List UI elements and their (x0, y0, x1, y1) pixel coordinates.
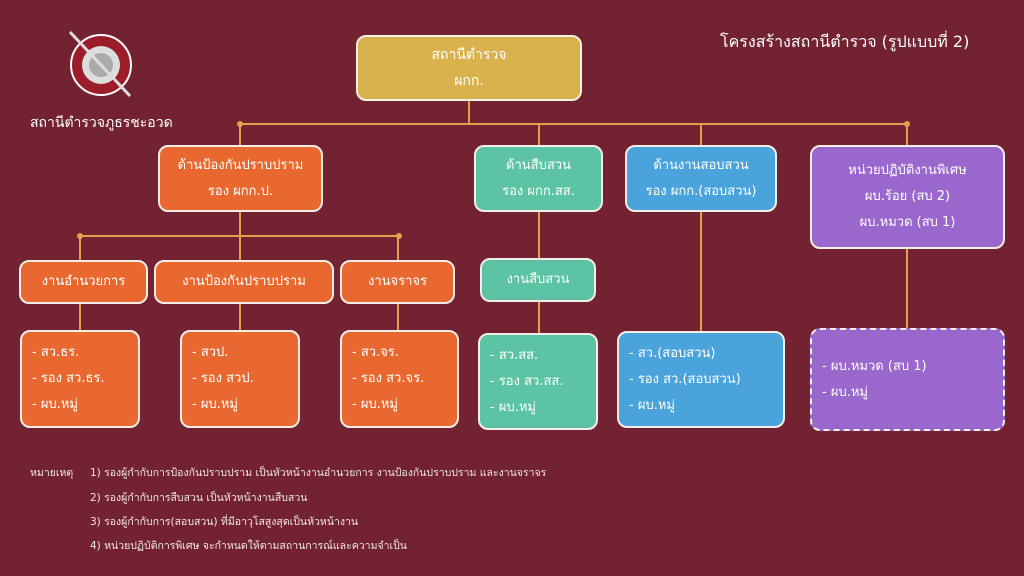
connector-dot (396, 233, 402, 239)
connector (468, 100, 470, 124)
box-line: รอง ผกก.สส. (502, 183, 575, 199)
logo (66, 30, 136, 100)
connector (397, 236, 399, 260)
box-line: ด้านสืบสวน (506, 157, 571, 173)
connector (906, 248, 908, 328)
note-item: 4) หน่วยปฏิบัติการพิเศษ จะกำหนดให้ตามสถา… (90, 540, 407, 552)
staff-item: - รอง สว.(สอบสวน) (629, 371, 741, 387)
station-name: สถานีตำรวจภูธรชะอวด (30, 115, 173, 131)
connector (80, 235, 399, 237)
prevention-staff-box[interactable]: - สวป. - รอง สวป. - ผบ.หมู่ (180, 330, 300, 428)
inquiry-box[interactable]: ด้านงานสอบสวนรอง ผกก.(สอบสวน) (625, 145, 777, 212)
box-line: งานอำนวยการ (41, 274, 126, 289)
connector (79, 236, 81, 260)
staff-item: - ผบ.หมู่ (490, 399, 536, 415)
connector (239, 124, 241, 145)
connector (538, 301, 540, 333)
connector (700, 212, 702, 331)
box-line: ด้านป้องกันปราบปราม (177, 157, 304, 173)
admin-unit-box[interactable]: งานอำนวยการ (19, 260, 148, 304)
box-line: หน่วยปฏิบัติงานพิเศษ (848, 163, 967, 178)
staff-item: - ผบ.หมู่ (352, 397, 398, 412)
connector (538, 124, 540, 145)
investigation-unit-box[interactable]: งานสืบสวน (480, 258, 596, 302)
page-title: โครงสร้างสถานีตำรวจ (รูปแบบที่ 2) (720, 32, 970, 51)
connector (538, 212, 540, 258)
box-line: สถานีตำรวจ (431, 47, 507, 63)
staff-item: - รอง สว.จร. (352, 371, 425, 386)
station-chief-box[interactable]: สถานีตำรวจ ผกก. (356, 35, 582, 101)
box-line: งานป้องกันปราบปราม (182, 274, 306, 289)
box-line: ผกก. (454, 73, 484, 89)
box-line: ผบ.ร้อย (สบ 2) (864, 189, 951, 204)
staff-item: - ผบ.หมู่ (192, 397, 238, 412)
traffic-staff-box[interactable]: - สว.จร. - รอง สว.จร. - ผบ.หมู่ (340, 330, 459, 428)
notes-label: หมายเหตุ (30, 467, 74, 479)
staff-item: - ผบ.หมู่ (629, 397, 675, 413)
special-ops-staff-box[interactable]: - ผบ.หมวด (สบ 1) - ผบ.หมู่ (810, 328, 1005, 431)
connector (79, 303, 81, 330)
staff-item: - ผบ.หมู่ (32, 397, 78, 412)
staff-item: - สว.สส. (490, 347, 539, 363)
staff-item: - สว.(สอบสวน) (629, 345, 716, 361)
traffic-unit-box[interactable]: งานจราจร (340, 260, 455, 304)
connector (240, 123, 908, 125)
note-item: 2) รองผู้กำกับการสืบสวน เป็นหัวหน้างานสื… (90, 492, 308, 504)
box-line: ผบ.หมวด (สบ 1) (859, 215, 956, 230)
box-line: งานจราจร (367, 274, 428, 289)
admin-staff-box[interactable]: - สว.ธร. - รอง สว.ธร. - ผบ.หมู่ (20, 330, 140, 428)
staff-item: - รอง สว.ธร. (32, 371, 105, 386)
box-line: รอง ผกก.ป. (207, 183, 274, 199)
connector (906, 124, 908, 145)
staff-item: - รอง สว.สส. (490, 373, 564, 389)
note-item: 3) รองผู้กำกับการ(สอบสวน) ที่มีอาวุโสสูง… (90, 516, 359, 528)
staff-item: - ผบ.หมู่ (822, 384, 868, 400)
investigation-box[interactable]: ด้านสืบสวนรอง ผกก.สส. (474, 145, 603, 212)
note-item: 1) รองผู้กำกับการป้องกันปราบปราม เป็นหัว… (90, 467, 547, 479)
staff-item: - ผบ.หมวด (สบ 1) (822, 358, 927, 374)
connector (700, 124, 702, 145)
staff-item: - สวป. (192, 345, 229, 360)
special-ops-box[interactable]: หน่วยปฏิบัติงานพิเศษผบ.ร้อย (สบ 2) ผบ.หมว… (810, 145, 1005, 249)
box-line: งานสืบสวน (506, 272, 570, 287)
box-line: ด้านงานสอบสวน (653, 157, 749, 173)
staff-item: - รอง สวป. (192, 371, 254, 386)
staff-item: - สว.ธร. (32, 345, 80, 360)
crime-prevention-box[interactable]: ด้านป้องกันปราบปรามรอง ผกก.ป. (158, 145, 323, 212)
investigation-staff-box[interactable]: - สว.สส. - รอง สว.สส. - ผบ.หมู่ (478, 333, 598, 430)
prevention-unit-box[interactable]: งานป้องกันปราบปราม (154, 260, 334, 304)
connector (397, 303, 399, 330)
connector (239, 303, 241, 330)
staff-item: - สว.จร. (352, 345, 399, 360)
box-line: รอง ผกก.(สอบสวน) (645, 183, 757, 199)
inquiry-staff-box[interactable]: - สว.(สอบสวน) - รอง สว.(สอบสวน) - ผบ.หมู่ (617, 331, 785, 428)
